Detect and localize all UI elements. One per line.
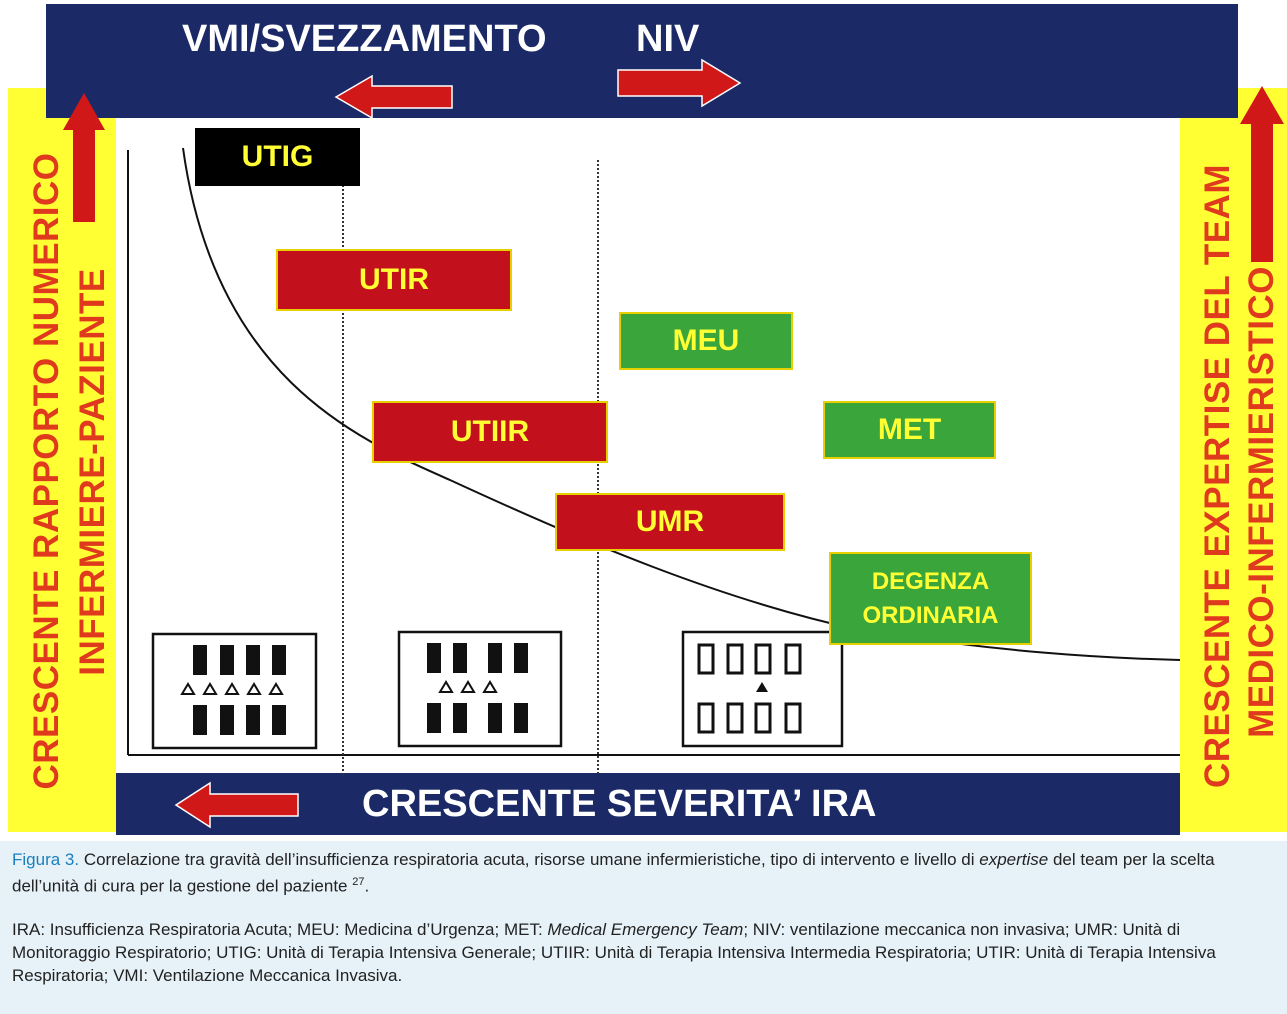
unit-umr: UMR: [555, 493, 785, 551]
arrow-left-bottom: [174, 781, 299, 829]
figure-label: Figura 3.: [12, 850, 80, 869]
unit-utir: UTIR: [276, 249, 512, 311]
abbr-text-2: ; NIV: ventilazione meccanica non invasi…: [12, 920, 1216, 985]
abbreviations: IRA: Insufficienza Respiratoria Acuta; M…: [12, 918, 1277, 987]
arrow-left-top: [334, 74, 453, 120]
abbr-text-1: IRA: Insufficienza Respiratoria Acuta; M…: [12, 920, 548, 939]
left-axis-title-line2: INFERMIERE-PAZIENTE: [73, 268, 112, 676]
caption-italic: expertise: [979, 850, 1049, 869]
caption-period: .: [364, 876, 370, 896]
left-yellow-panel: [8, 88, 116, 832]
degenza-line1: DEGENZA: [871, 567, 990, 595]
unit-met: MET: [823, 401, 996, 459]
top-label-niv: NIV: [636, 18, 700, 60]
top-band: [46, 4, 1238, 118]
bottom-label-severity: CRESCENTE SEVERITA’ IRA: [362, 783, 877, 825]
degenza-line2: ORDINARIA: [862, 601, 999, 629]
unit-meu: MEU: [619, 312, 793, 370]
figure-caption: Figura 3. Correlazione tra gravità dell’…: [12, 848, 1277, 898]
staffing-icon-low: [681, 630, 844, 748]
caption-text-1: Correlazione tra gravità dell’insufficie…: [79, 850, 980, 869]
staffing-icon-medium: [397, 630, 563, 748]
staffing-icon-high: [151, 632, 318, 750]
right-axis-title-line2: MEDICO-INFERMIERISTICO: [1242, 266, 1281, 738]
caption-text-2: del team per la scelta dell’unità di cur…: [12, 850, 1215, 896]
arrow-right-top: [617, 58, 742, 108]
top-label-vmi: VMI/SVEZZAMENTO: [182, 18, 547, 60]
arrow-up-left: [63, 93, 105, 222]
unit-utig: UTIG: [195, 128, 360, 186]
right-axis-title-line1: CRESCENTE EXPERTISE DEL TEAM: [1198, 163, 1237, 789]
unit-utiir: UTIIR: [372, 401, 608, 463]
left-axis-title-line1: CRESCENTE RAPPORTO NUMERICO: [27, 152, 66, 790]
diagram-graphics: [63, 58, 1284, 829]
abbr-italic: Medical Emergency Team: [547, 920, 744, 939]
unit-degenza-ordinaria: DEGENZA ORDINARIA: [829, 552, 1032, 645]
caption-reference: 27: [352, 876, 365, 888]
arrow-up-right: [1240, 86, 1284, 262]
